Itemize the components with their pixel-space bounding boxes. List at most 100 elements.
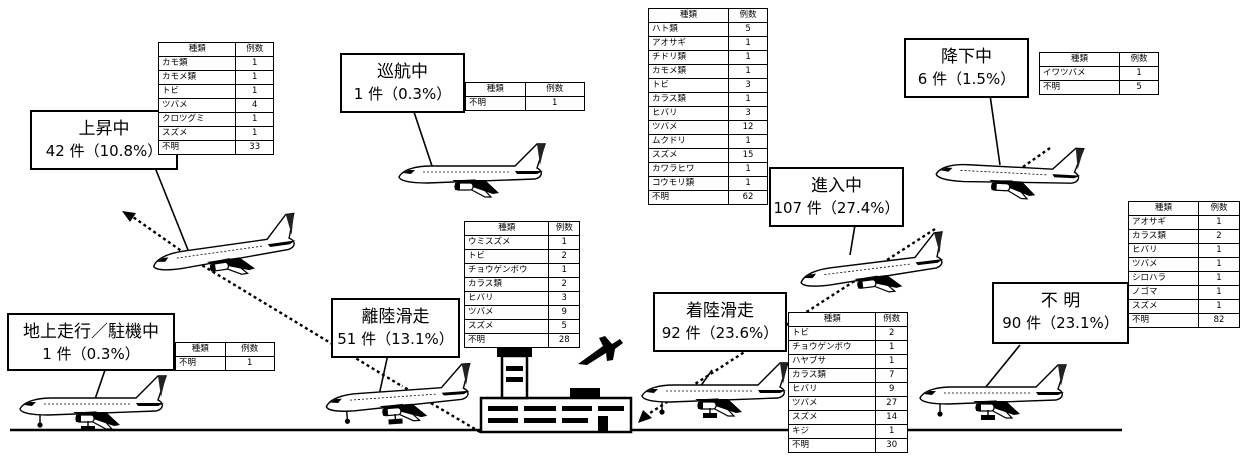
- species-count-cell: 1: [728, 134, 768, 149]
- column-header-species: 種類: [157, 42, 237, 57]
- species-name-cell: ハト類: [647, 22, 730, 37]
- airplane-cruise: [398, 143, 546, 198]
- species-name-cell: キジ: [787, 424, 877, 439]
- arrow-head-climb: [122, 211, 136, 222]
- table-header-row: 種類例数: [465, 82, 585, 97]
- table-header-row: 種類例数: [463, 221, 580, 236]
- phase-title-ground: 地上走行／駐機中: [23, 322, 159, 342]
- column-header-species: 種類: [465, 82, 526, 97]
- callout-ground: 地上走行／駐機中 1 件（0.3%）: [7, 313, 175, 371]
- species-name-cell: ツバメ: [1128, 257, 1199, 272]
- species-name-cell: アオサギ: [1128, 215, 1199, 230]
- species-name-cell: 不明: [647, 190, 730, 205]
- column-header-count: 例数: [875, 312, 908, 327]
- species-count-cell: 1: [548, 263, 580, 278]
- species-count-cell: 3: [548, 291, 580, 306]
- species-name-cell: カモ類: [157, 56, 237, 71]
- species-count-cell: 1: [1119, 66, 1159, 81]
- species-name-cell: ハヤブサ: [787, 354, 877, 369]
- species-count-cell: 1: [224, 356, 275, 371]
- species-count-cell: 1: [728, 36, 768, 51]
- phase-title-climb: 上昇中: [78, 119, 130, 139]
- species-count-cell: 1: [235, 56, 274, 71]
- phase-count-takeoff: 51 件（13.1%）: [337, 329, 454, 348]
- species-count-cell: 82: [1198, 313, 1240, 328]
- species-count-cell: 3: [728, 78, 768, 93]
- airplane-approach: [796, 231, 950, 304]
- species-name-cell: 不明: [175, 356, 226, 371]
- species-name-cell: チドリ類: [647, 50, 730, 65]
- species-name-cell: コウモリ類: [647, 176, 730, 191]
- airplane-landing: [642, 363, 788, 418]
- phase-count-descent: 6 件（1.5%）: [917, 69, 1016, 88]
- column-header-count: 例数: [524, 82, 585, 97]
- phase-title-descent: 降下中: [941, 47, 992, 67]
- species-name-cell: スズメ: [1128, 299, 1199, 314]
- species-count-cell: 1: [728, 50, 768, 65]
- species-name-cell: カラス類: [647, 92, 730, 107]
- arrow-head-landing: [638, 410, 652, 423]
- species-name-cell: ヒバリ: [647, 106, 730, 121]
- species-count-cell: 15: [728, 148, 768, 163]
- species-name-cell: ツバメ: [157, 98, 237, 113]
- species-count-cell: 9: [548, 305, 580, 320]
- callout-descent: 降下中 6 件（1.5%）: [904, 38, 1029, 98]
- phase-count-landing: 92 件（23.6%）: [661, 323, 779, 342]
- species-name-cell: ツバメ: [787, 396, 877, 411]
- phase-title-landing: 着陸滑走: [686, 301, 754, 321]
- species-name-cell: チョウゲンボウ: [787, 340, 877, 355]
- table-header-row: 種類例数: [1128, 201, 1240, 216]
- departing-plane-silhouette-icon: [578, 336, 623, 365]
- species-count-cell: 1: [728, 176, 768, 191]
- species-count-cell: 9: [875, 382, 908, 397]
- species-name-cell: ヒバリ: [1128, 243, 1199, 258]
- table-header-row: 種類例数: [647, 8, 768, 23]
- species-count-cell: 1: [524, 96, 585, 111]
- species-count-cell: 1: [1198, 243, 1240, 258]
- table-header-row: 種類例数: [175, 342, 275, 357]
- species-name-cell: 不明: [1128, 313, 1199, 328]
- species-count-cell: 3: [728, 106, 768, 121]
- species-count-cell: 1: [235, 126, 274, 141]
- callout-unknown: 不 明 90 件（23.1%）: [992, 282, 1129, 344]
- column-header-count: 例数: [1198, 201, 1240, 216]
- species-name-cell: 不明: [157, 140, 237, 155]
- species-name-cell: トビ: [787, 326, 877, 341]
- species-name-cell: トビ: [157, 84, 237, 99]
- species-name-cell: 不明: [1038, 80, 1121, 95]
- column-header-count: 例数: [224, 342, 275, 357]
- column-header-species: 種類: [175, 342, 226, 357]
- species-name-cell: ヒバリ: [787, 382, 877, 397]
- species-name-cell: クロツグミ: [157, 112, 237, 127]
- species-count-cell: 4: [235, 98, 274, 113]
- airplane-descent: [934, 140, 1085, 203]
- species-name-cell: ヒバリ: [463, 291, 550, 306]
- airplane-takeoff: [324, 364, 473, 429]
